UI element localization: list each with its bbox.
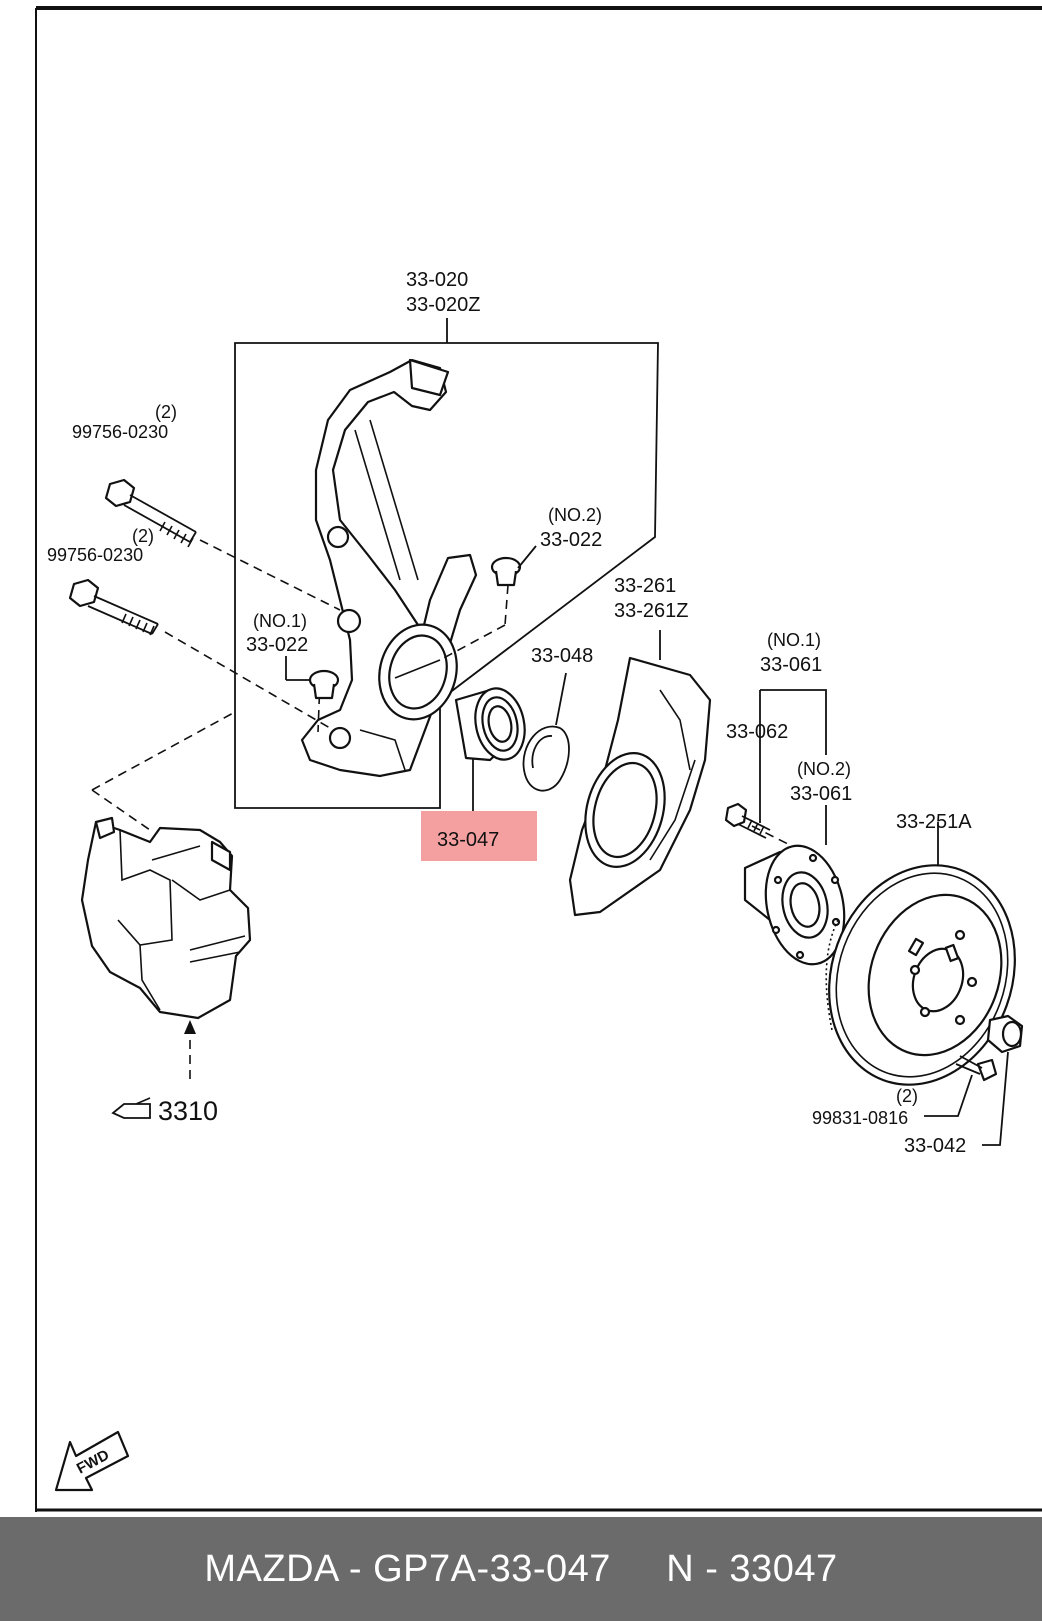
label-dust-cover: 33-261 — [614, 575, 676, 597]
label-hub-no1-tag: (NO.1) — [767, 630, 821, 650]
label-screw: 99831-0816 — [812, 1108, 908, 1128]
label-locknut: 33-042 — [904, 1135, 966, 1157]
brake-disc — [825, 864, 1016, 1086]
hub-bolt — [724, 802, 771, 839]
steering-knuckle — [300, 358, 478, 778]
leader-snap-ring — [555, 672, 567, 726]
fwd-arrow-icon: FWD — [54, 1430, 130, 1492]
leader-screw — [924, 1074, 973, 1117]
label-caliper-ref: 3310 — [158, 1096, 218, 1126]
dust-cover — [568, 656, 712, 917]
knuckle-bracket — [234, 318, 659, 809]
label-bolt-lower: 99756-0230 — [47, 545, 143, 565]
label-hub-no1: 33-061 — [760, 654, 822, 676]
label-disc: 33-251A — [896, 811, 972, 833]
label-hub-no2-tag: (NO.2) — [797, 759, 851, 779]
leader-locknut — [982, 1051, 1009, 1146]
leader-hub-no1 — [760, 689, 827, 755]
label-bush-no1-tag: (NO.1) — [253, 611, 307, 631]
label-screw-qty: (2) — [896, 1086, 918, 1106]
footer-bar: MAZDA - GP7A-33-047 N - 33047 — [0, 1517, 1042, 1621]
label-hub-no2: 33-061 — [790, 783, 852, 805]
label-knuckle: 33-020 — [406, 269, 468, 291]
label-bush-no2-tag: (NO.2) — [548, 505, 602, 525]
pointing-hand-icon — [111, 1097, 151, 1119]
leader-bush-no2 — [517, 545, 537, 569]
label-knuckle-z: 33-020Z — [406, 294, 481, 316]
label-bolt-upper: 99756-0230 — [72, 422, 168, 442]
label-bolt-upper-qty: (2) — [155, 402, 177, 422]
label-snap-ring: 33-048 — [531, 645, 593, 667]
wheel-hub — [743, 844, 846, 966]
label-bush-no2: 33-022 — [540, 529, 602, 551]
bearing-highlight-box — [421, 811, 537, 861]
bush-no2 — [490, 556, 522, 587]
label-bolt-lower-qty: (2) — [132, 526, 154, 546]
label-bearing: 33-047 — [437, 829, 499, 851]
lock-nut — [986, 1014, 1024, 1054]
label-bush-no1: 33-022 — [246, 634, 308, 656]
caliper-arrow — [184, 1020, 196, 1034]
label-hub-bolt: 33-062 — [726, 721, 788, 743]
bolt-upper — [104, 478, 197, 548]
wheel-bearing — [454, 687, 526, 762]
bush-no1 — [308, 669, 340, 700]
bolt-lower — [68, 578, 159, 636]
disc-screw — [955, 1055, 998, 1082]
footer-text: MAZDA - GP7A-33-047 N - 33047 — [204, 1547, 838, 1590]
snap-ring — [522, 725, 570, 792]
label-dust-cover-z: 33-261Z — [614, 600, 689, 622]
brake-caliper — [80, 816, 252, 1020]
